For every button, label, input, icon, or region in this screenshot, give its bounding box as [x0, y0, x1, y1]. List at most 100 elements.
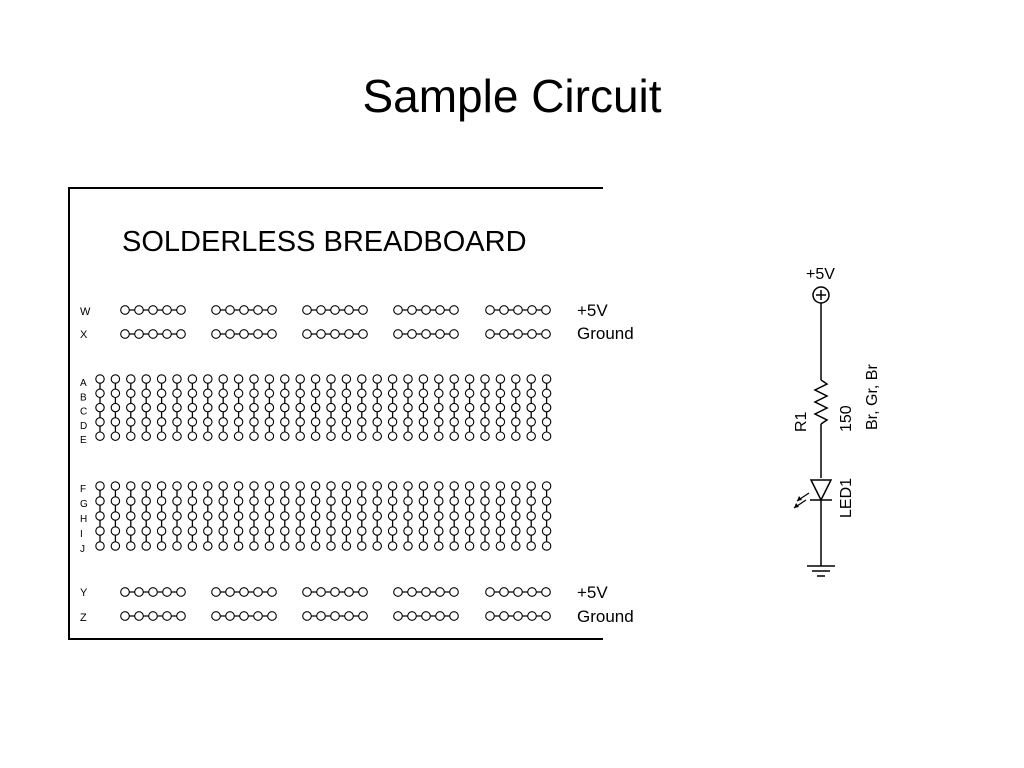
terminal-hole: [541, 402, 552, 413]
terminal-hole: [187, 481, 198, 491]
terminal-hole: [403, 431, 413, 441]
rail-hole: [344, 305, 354, 315]
terminal-hole: [341, 511, 352, 521]
terminal-hole: [511, 496, 521, 506]
terminal-hole: [464, 388, 475, 399]
terminal-hole: [95, 511, 105, 521]
terminal-hole: [372, 417, 382, 427]
rail-hole: [239, 329, 249, 339]
rail-hole: [148, 305, 158, 315]
terminal-hole: [341, 417, 352, 427]
terminal-hole: [511, 511, 521, 521]
rail-hole: [211, 587, 221, 597]
terminal-hole: [341, 541, 352, 551]
terminal-hole: [541, 526, 552, 536]
terminal-hole: [233, 526, 244, 536]
terminal-hole: [156, 481, 167, 491]
terminal-hole: [480, 417, 490, 427]
terminal-hole: [357, 417, 367, 427]
terminal-hole: [387, 511, 398, 521]
rail-hole: [499, 305, 509, 315]
terminal-hole: [156, 511, 167, 521]
terminal-hole: [172, 402, 182, 413]
terminal-hole: [341, 431, 352, 441]
terminal-hole: [126, 496, 136, 506]
terminal-hole: [110, 541, 121, 551]
terminal-hole: [126, 388, 136, 399]
rail-hole: [541, 329, 551, 339]
terminal-hole: [372, 526, 382, 536]
terminal-hole: [218, 496, 228, 506]
rail-hole: [120, 587, 130, 597]
terminal-hole: [156, 388, 167, 399]
terminal-hole: [449, 526, 459, 536]
terminal-hole: [357, 402, 367, 413]
terminal-hole: [141, 431, 151, 441]
terminal-hole: [341, 402, 352, 413]
resistor-value: 150: [838, 405, 855, 432]
terminal-hole: [357, 526, 367, 536]
rail-hole: [176, 611, 186, 621]
rail-hole: [316, 587, 326, 597]
terminal-hole: [156, 526, 167, 536]
terminal-hole: [434, 541, 444, 551]
terminal-hole: [203, 541, 213, 551]
rail-row-label: Y: [80, 587, 88, 599]
terminal-hole: [541, 388, 552, 399]
terminal-hole: [187, 417, 198, 427]
terminal-hole: [264, 541, 275, 551]
terminal-hole: [249, 402, 259, 413]
rail-hole: [267, 329, 277, 339]
terminal-hole: [172, 496, 182, 506]
terminal-hole: [310, 481, 321, 491]
terminal-hole: [249, 496, 259, 506]
terminal-hole: [280, 496, 290, 506]
terminal-hole: [156, 541, 167, 551]
terminal-hole: [418, 388, 429, 399]
terminal-hole: [480, 402, 490, 413]
terminal-hole: [449, 402, 459, 413]
terminal-hole: [495, 417, 506, 427]
terminal-hole: [480, 496, 490, 506]
terminal-hole: [495, 481, 506, 491]
led-ref: LED1: [838, 478, 855, 518]
rail-hole: [541, 305, 551, 315]
row-letter-label: C: [80, 407, 87, 418]
row-letter-label: B: [80, 392, 87, 403]
rail-row-label: Z: [80, 612, 87, 624]
terminal-hole: [387, 374, 398, 384]
slide-title: Sample Circuit: [362, 70, 662, 122]
rail-hole: [358, 305, 368, 315]
rail-hole: [239, 611, 249, 621]
terminal-hole: [372, 402, 382, 413]
rail-hole: [513, 329, 523, 339]
terminal-hole: [280, 417, 290, 427]
terminal-hole: [357, 481, 367, 491]
rail-hole: [393, 587, 403, 597]
rail-hole: [302, 305, 312, 315]
rail-hole: [134, 305, 144, 315]
terminal-hole: [141, 496, 151, 506]
terminal-hole: [110, 496, 121, 506]
terminal-hole: [541, 496, 552, 506]
rail-hole: [120, 611, 130, 621]
terminal-hole: [434, 388, 444, 399]
terminal-hole: [264, 511, 275, 521]
terminal-hole: [310, 388, 321, 399]
terminal-hole: [126, 417, 136, 427]
terminal-hole: [495, 541, 506, 551]
terminal-hole: [233, 511, 244, 521]
terminal-hole: [511, 481, 521, 491]
rail-label: +5V: [577, 583, 608, 602]
terminal-hole: [326, 496, 336, 506]
terminal-hole: [511, 402, 521, 413]
terminal-hole: [372, 481, 382, 491]
terminal-hole: [511, 431, 521, 441]
rail-hole: [449, 587, 459, 597]
rail-hole: [435, 305, 445, 315]
terminal-hole: [357, 374, 367, 384]
terminal-hole: [280, 431, 290, 441]
rail-hole: [485, 611, 495, 621]
rail-w: W +5V: [80, 301, 608, 320]
